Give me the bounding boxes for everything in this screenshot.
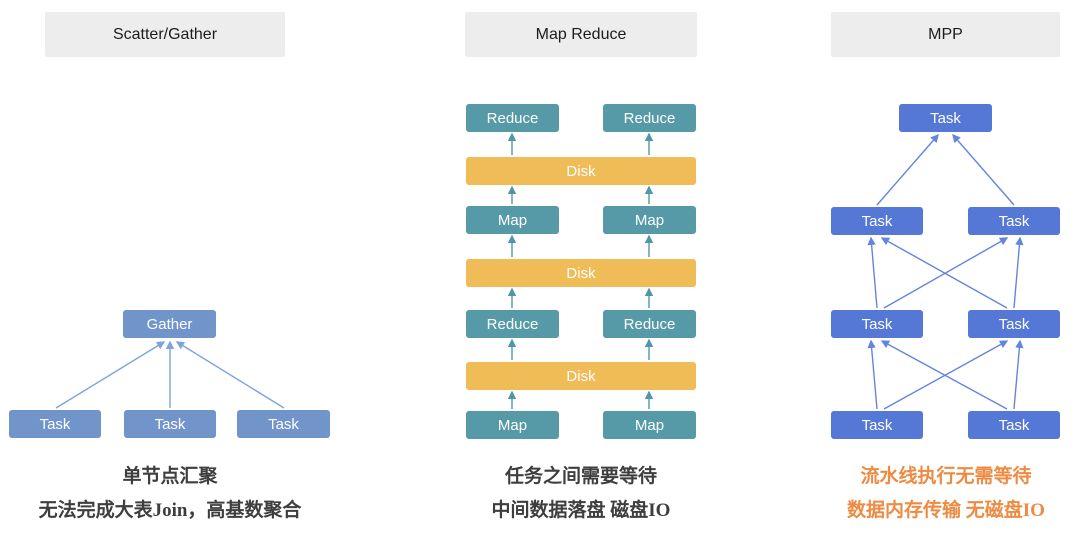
caption-mpp: 流水线执行无需等待 数据内存传输 无磁盘IO	[776, 460, 1080, 528]
map-reduce-node-map-9: Map	[466, 411, 559, 439]
scatter-gather-node-task-2: Task	[124, 410, 216, 438]
map-reduce-node-map-10: Map	[603, 411, 696, 439]
mpp-node-task-5: Task	[831, 411, 923, 439]
caption-line: 无法完成大表Join，高基数聚合	[38, 500, 302, 521]
mpp-node-task-4: Task	[968, 310, 1060, 338]
mpp-arrow	[883, 340, 1009, 410]
mpp-node-task-0: Task	[899, 104, 992, 132]
scatter-gather-node-task-3: Task	[237, 410, 330, 438]
mpp-arrow	[1013, 236, 1024, 309]
map-reduce-node-map-3: Map	[466, 206, 559, 234]
mpp-arrow	[880, 237, 1008, 309]
scatter-gather-node-gather-0: Gather	[123, 310, 216, 338]
mpp-node-task-3: Task	[831, 310, 923, 338]
mpp-arrow	[952, 133, 1015, 206]
mpp-node-task-6: Task	[968, 411, 1060, 439]
map-reduce-node-map-4: Map	[603, 206, 696, 234]
map-reduce-node-disk-8: Disk	[466, 362, 696, 390]
caption-scatter-gather: 单节点汇聚 无法完成大表Join，高基数聚合	[5, 460, 335, 528]
mpp-arrow	[867, 339, 878, 410]
map-reduce-node-reduce-6: Reduce	[466, 310, 559, 338]
mpp-arrow	[880, 340, 1008, 410]
panel-header-mpp: MPP	[831, 12, 1060, 57]
map-reduce-node-reduce-7: Reduce	[603, 310, 696, 338]
caption-line: 任务之间需要等待	[504, 466, 657, 487]
panel-header-map-reduce: Map Reduce	[465, 12, 697, 57]
map-reduce-node-reduce-1: Reduce	[603, 104, 696, 132]
map-reduce-node-disk-5: Disk	[466, 259, 696, 287]
mpp-arrow	[867, 236, 878, 309]
mpp-arrow	[1013, 339, 1024, 410]
panel-header-scatter-gather: Scatter/Gather	[45, 12, 285, 57]
mpp-arrow	[883, 237, 1009, 309]
mpp-node-task-2: Task	[968, 207, 1060, 235]
caption-line: 数据内存传输 无磁盘IO	[847, 500, 1045, 521]
map-reduce-node-disk-2: Disk	[466, 157, 696, 185]
scatter-gather-arrow	[55, 341, 166, 409]
mpp-arrow	[876, 133, 939, 206]
caption-line: 单节点汇聚	[122, 466, 218, 487]
caption-line: 中间数据落盘 磁盘IO	[491, 500, 671, 521]
scatter-gather-arrow	[175, 341, 285, 409]
caption-map-reduce: 任务之间需要等待 中间数据落盘 磁盘IO	[411, 460, 751, 528]
map-reduce-node-reduce-0: Reduce	[466, 104, 559, 132]
caption-line: 流水线执行无需等待	[860, 466, 1032, 487]
mpp-node-task-1: Task	[831, 207, 923, 235]
scatter-gather-node-task-1: Task	[9, 410, 101, 438]
